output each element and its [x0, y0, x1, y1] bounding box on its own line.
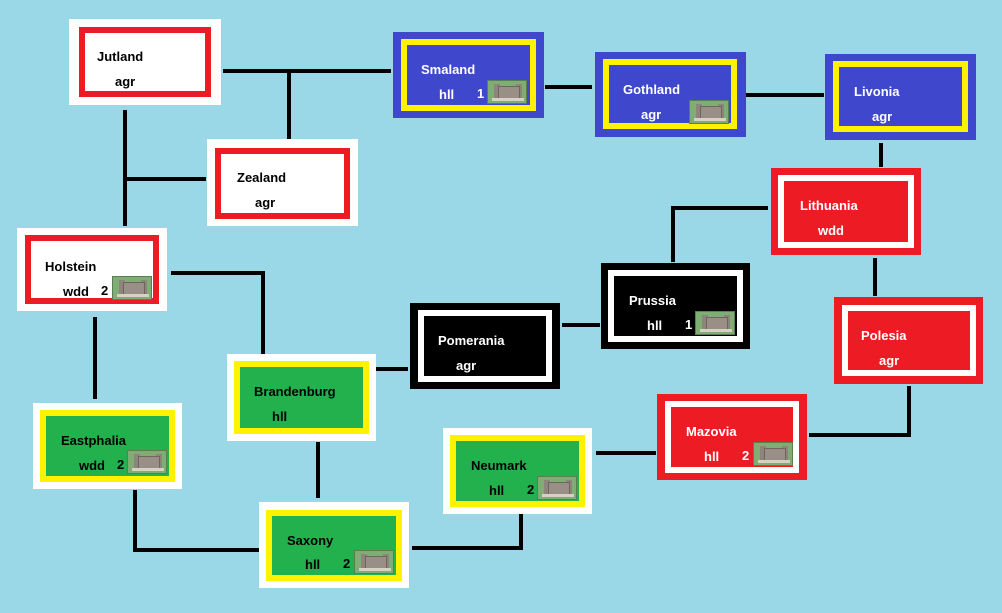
terrain-label: agr: [641, 107, 662, 122]
region-brandenburg[interactable]: Brandenburg hll: [227, 354, 376, 441]
region-pomerania[interactable]: Pomerania agr: [410, 303, 560, 389]
unit-count: 2: [117, 457, 125, 472]
region-border: [778, 175, 914, 248]
unit-count: 2: [343, 556, 351, 571]
connection-line: [879, 143, 883, 167]
castle-icon: [487, 80, 527, 104]
region-zealand[interactable]: Zealand agr: [207, 139, 358, 226]
connection-line: [519, 512, 523, 550]
region-name: Neumark: [471, 458, 527, 473]
terrain-label: agr: [456, 358, 477, 373]
terrain-label: wdd: [79, 458, 105, 473]
connection-line: [671, 206, 675, 262]
region-name: Polesia: [861, 328, 907, 343]
castle-icon: [112, 276, 152, 300]
region-eastphalia[interactable]: Eastphalia wdd 2: [33, 403, 182, 489]
connection-line: [93, 317, 97, 399]
connection-line: [261, 271, 265, 354]
region-polesia[interactable]: Polesia agr: [834, 297, 983, 384]
region-name: Eastphalia: [61, 433, 127, 448]
region-name: Jutland: [97, 49, 144, 64]
unit-count: 1: [477, 86, 485, 101]
terrain-label: hll: [305, 557, 321, 572]
terrain-label: wdd: [63, 284, 89, 299]
region-livonia[interactable]: Livonia agr: [825, 54, 976, 140]
terrain-label: agr: [115, 74, 136, 89]
castle-icon: [689, 100, 729, 124]
castle-icon: [753, 442, 793, 466]
region-border: [401, 39, 536, 111]
region-name: Smaland: [421, 62, 476, 77]
connection-line: [412, 546, 523, 550]
region-holstein[interactable]: Holstein wdd 2: [17, 228, 167, 311]
region-name: Gothland: [623, 82, 681, 97]
region-name: Saxony: [287, 533, 334, 548]
region-jutland[interactable]: Jutland agr: [69, 19, 221, 105]
connection-line: [907, 386, 911, 437]
region-saxony[interactable]: Saxony hll 2: [259, 502, 409, 588]
terrain-label: wdd: [818, 223, 844, 238]
connection-line: [545, 85, 592, 89]
connection-line: [316, 442, 320, 498]
region-name: Brandenburg: [254, 384, 336, 399]
castle-icon: [354, 550, 394, 574]
region-name: Lithuania: [800, 198, 858, 213]
connection-line: [671, 206, 768, 210]
castle-icon: [537, 476, 577, 500]
connection-line: [287, 69, 291, 139]
terrain-label: agr: [255, 195, 276, 210]
terrain-label: hll: [439, 87, 455, 102]
region-border: [842, 305, 976, 376]
connection-line: [223, 69, 391, 73]
region-border: [234, 361, 369, 434]
connection-line: [133, 548, 260, 552]
region-border: [418, 310, 552, 382]
connection-line: [171, 271, 265, 275]
region-name: Prussia: [629, 293, 676, 308]
region-lithuania[interactable]: Lithuania wdd: [771, 168, 921, 255]
region-smaland[interactable]: Smaland hll 1: [393, 32, 544, 118]
region-neumark[interactable]: Neumark hll 2: [443, 428, 592, 514]
region-prussia[interactable]: Prussia hll 1: [601, 263, 750, 349]
region-mazovia[interactable]: Mazovia hll 2: [657, 394, 807, 480]
connection-line: [596, 451, 656, 455]
region-border: [833, 61, 968, 132]
terrain-label: hll: [647, 318, 663, 333]
unit-count: 2: [527, 482, 535, 497]
connection-line: [746, 93, 824, 97]
terrain-label: agr: [872, 109, 893, 124]
connection-line: [376, 367, 408, 371]
region-name: Livonia: [854, 84, 900, 99]
unit-count: 1: [685, 317, 693, 332]
region-border: [215, 148, 350, 219]
connection-line: [873, 258, 877, 296]
region-name: Pomerania: [438, 333, 505, 348]
region-border: [79, 27, 211, 97]
region-gothland[interactable]: Gothland agr: [595, 52, 746, 137]
connection-line: [133, 490, 137, 552]
terrain-label: hll: [704, 449, 720, 464]
connection-line: [809, 433, 911, 437]
castle-icon: [127, 450, 167, 474]
unit-count: 2: [742, 448, 750, 463]
terrain-label: agr: [879, 353, 900, 368]
region-name: Mazovia: [686, 424, 737, 439]
unit-count: 2: [101, 283, 109, 298]
terrain-label: hll: [489, 483, 505, 498]
terrain-label: hll: [272, 409, 288, 424]
castle-icon: [695, 311, 735, 335]
region-name: Zealand: [237, 170, 287, 185]
connection-line: [562, 323, 600, 327]
region-name: Holstein: [45, 259, 97, 274]
connection-line: [123, 110, 127, 226]
connection-line: [123, 177, 206, 181]
